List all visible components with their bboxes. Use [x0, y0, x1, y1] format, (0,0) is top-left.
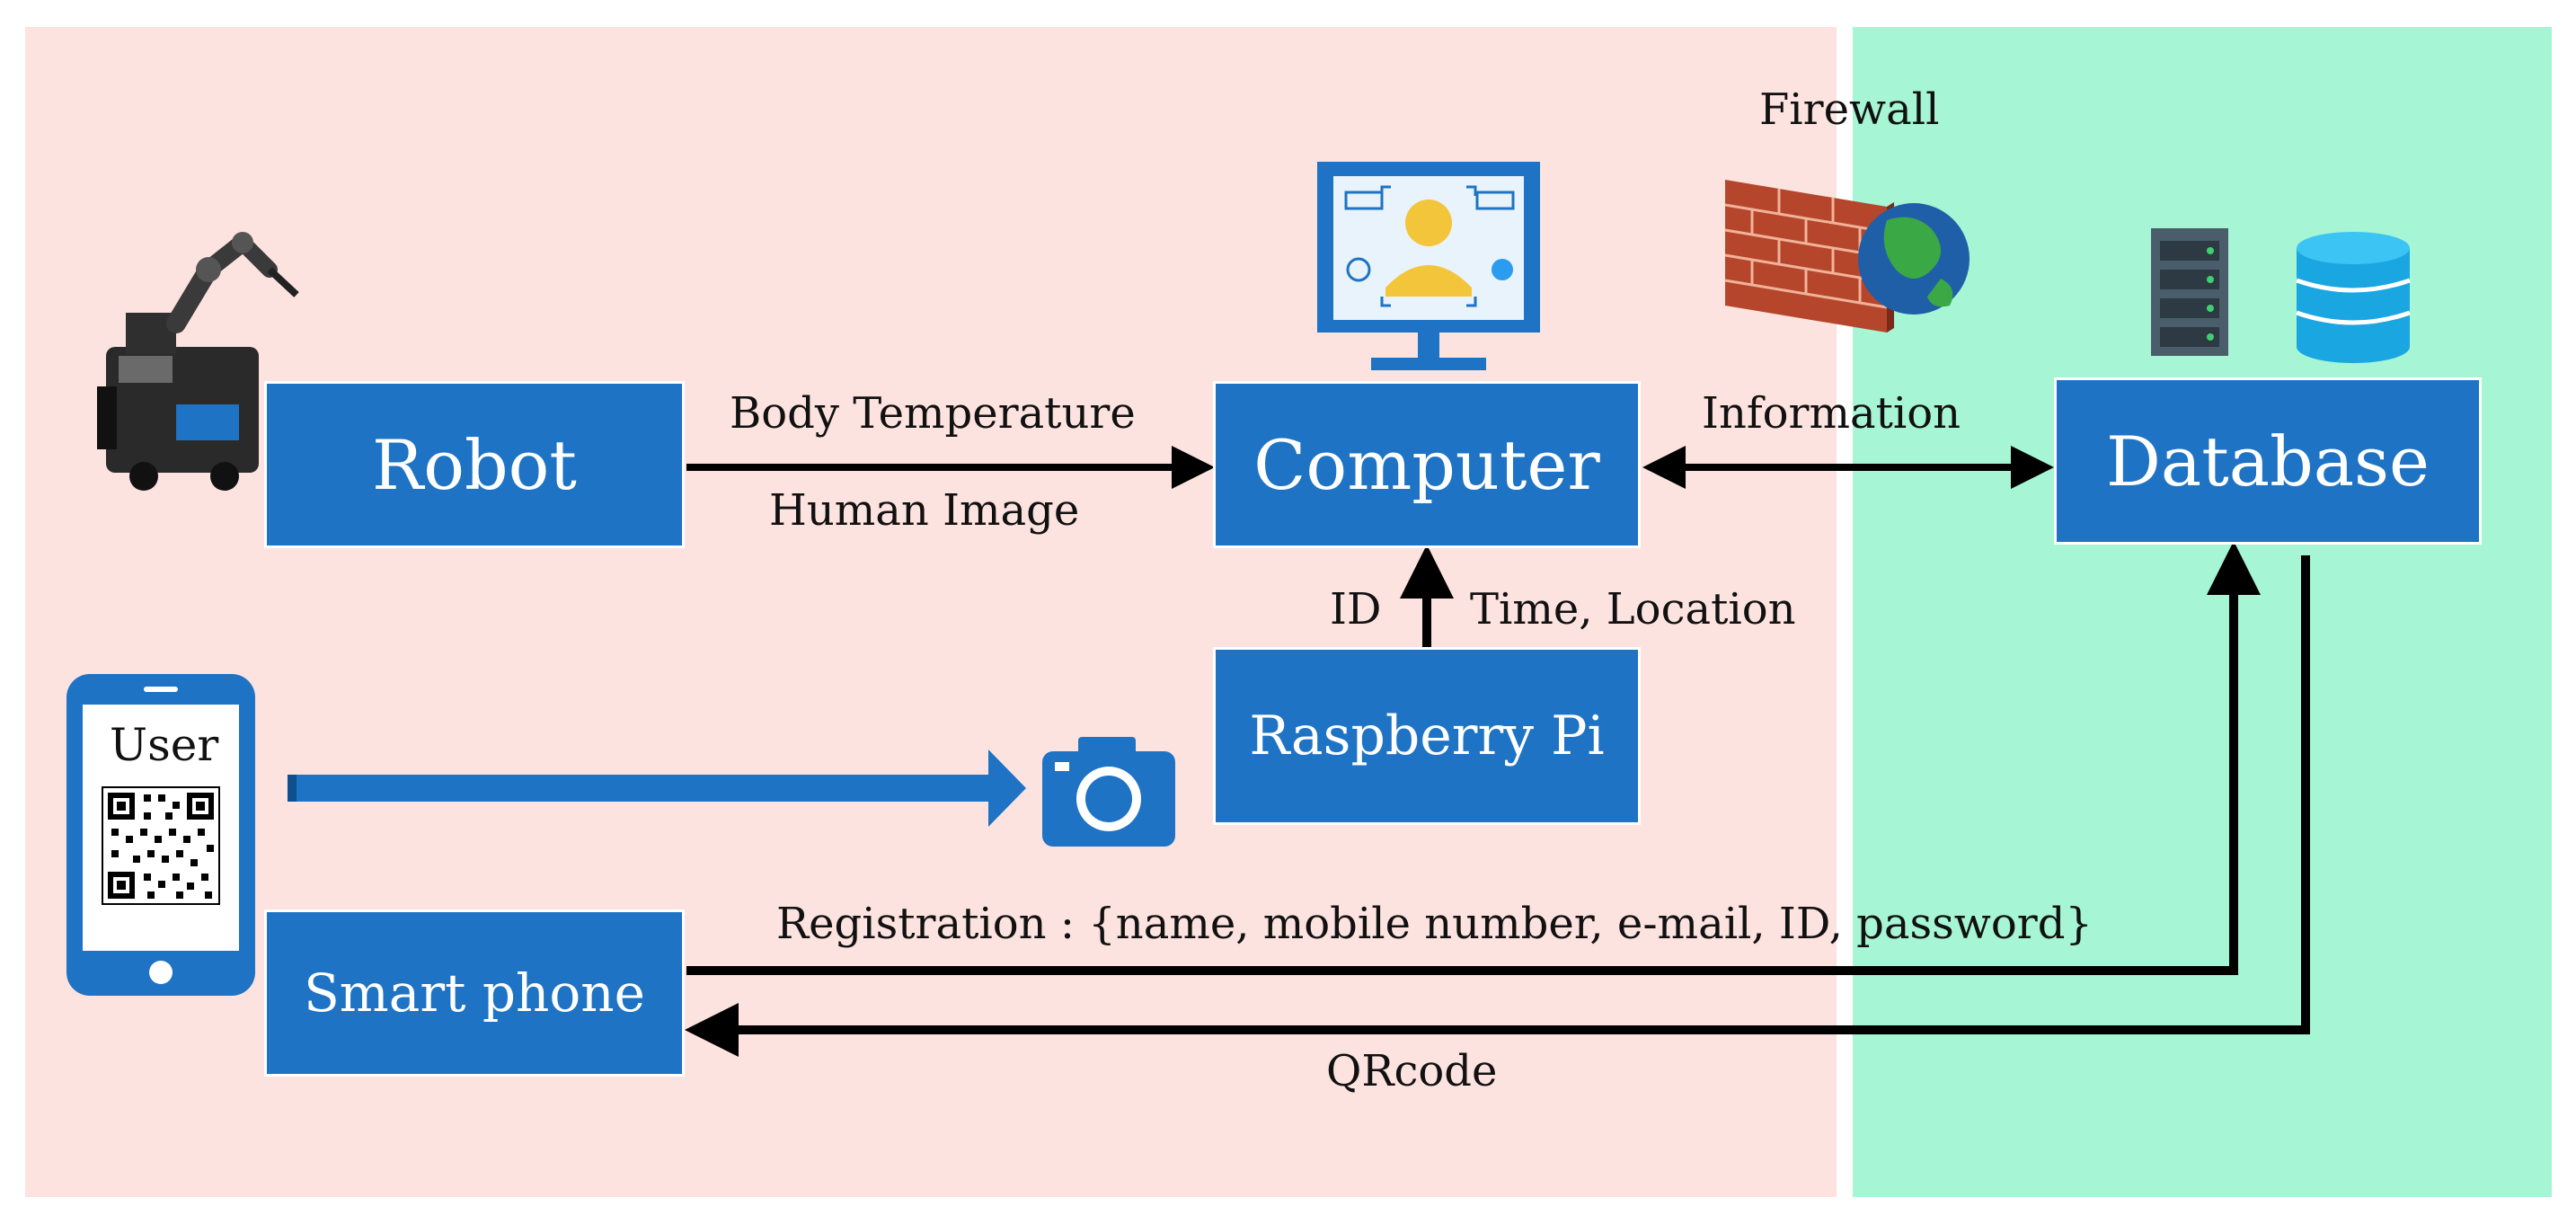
body-temperature-label: Body Temperature: [730, 388, 1136, 439]
human-image-label: Human Image: [769, 485, 1080, 536]
robot-arm-icon: [97, 232, 299, 491]
robot-node: Robot: [264, 381, 685, 548]
robot-node-label: Robot: [372, 424, 577, 505]
firewall-label: Firewall: [1759, 84, 1940, 135]
raspberry-pi-node: Raspberry Pi: [1213, 647, 1641, 825]
camera-icon: [1042, 737, 1175, 847]
face-recognition-monitor-icon: [1317, 162, 1540, 370]
server-rack-icon: [2151, 228, 2228, 356]
registration-label: Registration : {name, mobile number, e-m…: [776, 899, 2093, 949]
information-label: Information: [1702, 388, 1961, 439]
user-label: User: [110, 719, 219, 771]
computer-node: Computer: [1213, 381, 1641, 548]
raspberry-pi-node-label: Raspberry Pi: [1249, 705, 1605, 767]
database-cylinder-icon: [2296, 232, 2411, 363]
arrow-registration: [686, 541, 2261, 975]
globe-icon: [1858, 203, 1970, 315]
id-label: ID: [1330, 584, 1382, 634]
database-node-label: Database: [2105, 421, 2430, 501]
scan-arrow: [288, 749, 1026, 827]
arrow-qrcode: [685, 555, 2310, 1057]
smart-phone-node: Smart phone: [264, 909, 685, 1077]
time-location-label: Time, Location: [1470, 584, 1796, 634]
qrcode-label: QRcode: [1326, 1046, 1498, 1096]
database-node: Database: [2054, 377, 2482, 545]
secure-zone: [1853, 27, 2552, 1197]
qr-code-icon: [102, 786, 220, 905]
smart-phone-node-label: Smart phone: [304, 962, 645, 1024]
computer-node-label: Computer: [1253, 424, 1600, 505]
